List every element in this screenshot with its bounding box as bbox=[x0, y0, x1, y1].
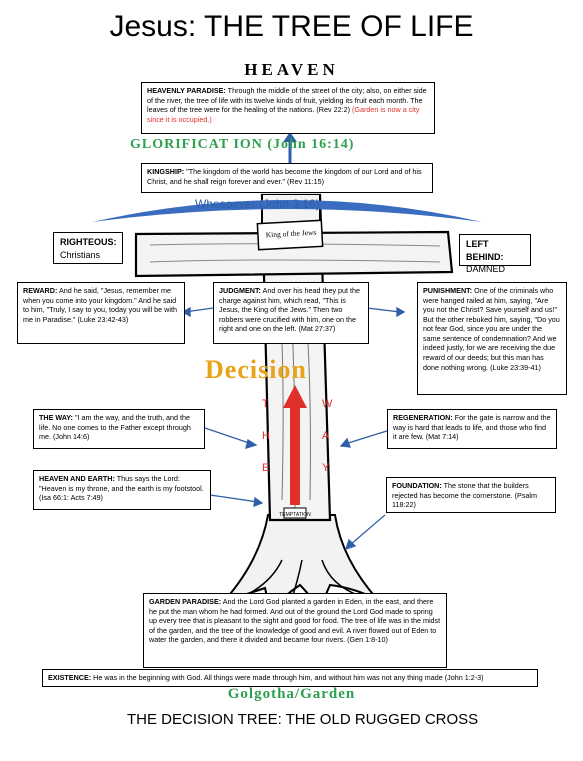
the-way-text: "I am the way, and the truth, and the li… bbox=[39, 413, 191, 442]
reward-box: REWARD: And he said, "Jesus, remember me… bbox=[17, 282, 185, 344]
foundation-text: The stone that the builders rejected has… bbox=[392, 481, 538, 510]
heaven-earth-label: HEAVEN AND EARTH: bbox=[39, 474, 115, 483]
judgment-label: JUDGMENT: bbox=[219, 286, 261, 295]
punishment-box: PUNISHMENT: One of the criminals who wer… bbox=[417, 282, 567, 395]
kingship-label: KINGSHIP: bbox=[147, 167, 185, 176]
judgment-box: JUDGMENT: And over his head they put the… bbox=[213, 282, 369, 344]
reward-text: And he said, "Jesus, remember me when yo… bbox=[23, 286, 177, 324]
whosoever-arc bbox=[92, 200, 482, 222]
the-way-label: THE WAY: bbox=[39, 413, 73, 422]
heaven-earth-text: Thus says the Lord: "Heaven is my throne… bbox=[39, 474, 204, 503]
king-of-jews-sign bbox=[256, 219, 324, 251]
existence-box: EXISTENCE: He was in the beginning with … bbox=[42, 669, 538, 687]
heavenly-paradise-box: HEAVENLY PARADISE: Through the middle of… bbox=[141, 82, 435, 134]
righteous-box: RIGHTEOUS: Christians bbox=[53, 232, 123, 264]
way-letter-y: Y bbox=[322, 462, 330, 474]
punishment-label: PUNISHMENT: bbox=[423, 286, 473, 295]
left-behind-label: LEFT BEHIND: bbox=[466, 239, 504, 262]
svg-text:TEMPTATION: TEMPTATION bbox=[279, 512, 311, 518]
righteous-text: Christians bbox=[60, 249, 101, 260]
page-title: Jesus: THE TREE OF LIFE bbox=[109, 10, 474, 43]
righteous-label: RIGHTEOUS: bbox=[60, 237, 117, 247]
golgotha-garden-heading: Golgotha/Garden bbox=[227, 686, 356, 702]
the-letter-e: E bbox=[262, 462, 270, 474]
foundation-label: FOUNDATION: bbox=[392, 481, 442, 490]
cross-horizontal-beam bbox=[134, 230, 454, 278]
regeneration-text: For the gate is narrow and the way is ha… bbox=[393, 413, 551, 442]
heavenly-paradise-label: HEAVENLY PARADISE: bbox=[147, 86, 226, 95]
reward-label: REWARD: bbox=[23, 286, 58, 295]
way-letter-a: A bbox=[322, 430, 330, 442]
kingship-box: KINGSHIP: "The kingdom of the world has … bbox=[141, 163, 433, 193]
decision-heading: Decision bbox=[205, 355, 307, 384]
punishment-text: One of the criminals who were hanged rai… bbox=[423, 286, 560, 372]
decision-arrow-shaft bbox=[290, 405, 300, 505]
existence-text: He was in the beginning with God. All th… bbox=[91, 673, 484, 682]
garden-paradise-box: GARDEN PARADISE: And the Lord God plante… bbox=[143, 593, 447, 668]
footer-caption: THE DECISION TREE: THE OLD RUGGED CROSS bbox=[127, 711, 479, 728]
garden-paradise-label: GARDEN PARADISE: bbox=[149, 597, 222, 606]
left-behind-box: LEFT BEHIND: DAMNED bbox=[459, 234, 531, 274]
judgment-text: And over his head they put the charge ag… bbox=[219, 286, 361, 334]
regeneration-box: REGENERATION: For the gate is narrow and… bbox=[387, 409, 557, 449]
heaven-earth-box: HEAVEN AND EARTH: Thus says the Lord: "H… bbox=[33, 470, 211, 510]
whosoever-label: Whosoever (John 3:16) bbox=[195, 197, 320, 211]
heavenly-paradise-note: (Garden is now a city since it is occupi… bbox=[147, 105, 420, 124]
heavenly-paradise-text: Through the middle of the street of the … bbox=[147, 86, 427, 115]
the-way-box: THE WAY: "I am the way, and the truth, a… bbox=[33, 409, 205, 449]
kingship-text: "The kingdom of the world has become the… bbox=[147, 167, 422, 186]
left-behind-text: DAMNED bbox=[466, 264, 506, 275]
the-letter-t: T bbox=[262, 398, 269, 410]
foundation-box: FOUNDATION: The stone that the builders … bbox=[386, 477, 556, 513]
decision-arrow-head bbox=[283, 385, 307, 408]
way-letter-w: W bbox=[322, 398, 333, 410]
the-letter-h: H bbox=[262, 430, 270, 442]
garden-paradise-text: And the Lord God planted a garden in Ede… bbox=[149, 597, 441, 645]
regeneration-label: REGENERATION: bbox=[393, 413, 453, 422]
existence-label: EXISTENCE: bbox=[48, 673, 92, 682]
heaven-heading: HEAVEN bbox=[244, 60, 339, 79]
glorification-heading: GLORIFICAT ION (John 16:14) bbox=[130, 137, 355, 152]
